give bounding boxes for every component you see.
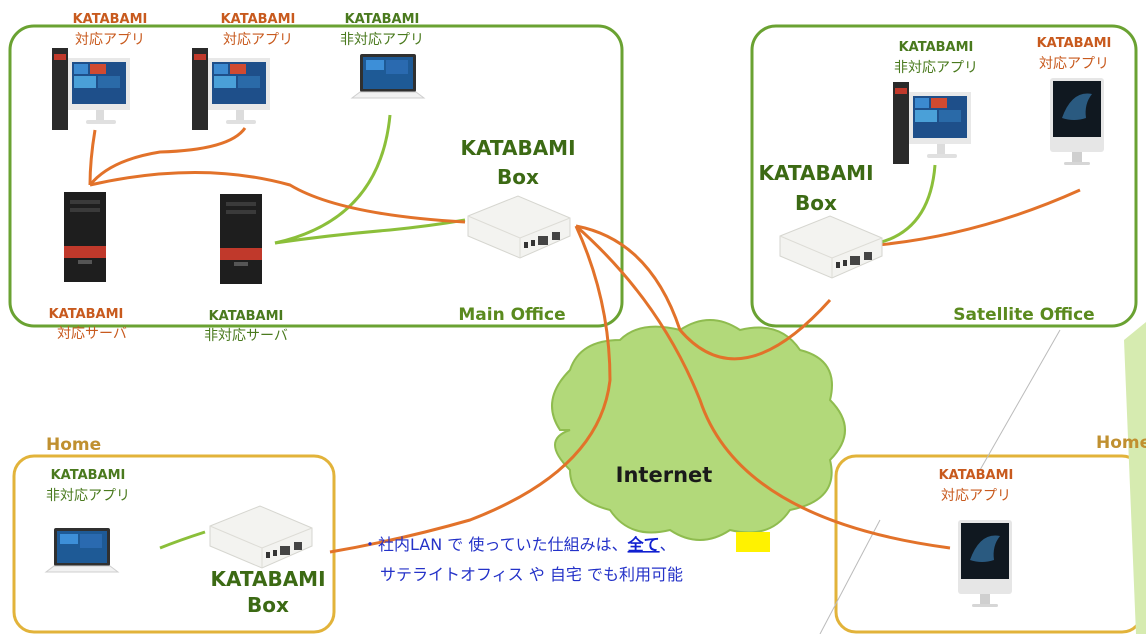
device-brand-label: KATABAMI — [209, 309, 284, 324]
internet-cloud — [551, 319, 846, 541]
link-box-to-satellite — [575, 224, 832, 361]
kbox-title-line2: Box — [497, 165, 539, 189]
deco-line — [819, 519, 881, 634]
device-brand-label: KATABAMI — [939, 468, 1014, 483]
device-desc-label: 非対応アプリ — [894, 60, 978, 76]
server-icon — [64, 192, 106, 282]
device-brand-label: KATABAMI — [221, 12, 296, 27]
device-desc-label: 非対応アプリ — [340, 32, 424, 48]
home-left-label: Home — [46, 435, 101, 455]
device-desc-label: 対応アプリ — [941, 488, 1011, 504]
device-brand-label: KATABAMI — [49, 307, 124, 322]
device-brand-label: KATABAMI — [51, 468, 126, 483]
desktop-icon — [893, 82, 971, 164]
device-desc-label: 対応アプリ — [75, 32, 145, 48]
internet-label: Internet — [616, 463, 713, 487]
device-brand-label: KATABAMI — [899, 40, 974, 55]
device-brand-label: KATABAMI — [73, 12, 148, 27]
link-server1-to-box — [89, 171, 466, 224]
home-right-label: Home — [1096, 433, 1146, 453]
link-home-laptop-to-box — [159, 530, 206, 550]
device-desc-label: 対応サーバ — [57, 326, 127, 342]
satellite-office-label: Satellite Office — [953, 305, 1094, 325]
kbox-title-line1: KATABAMI — [758, 161, 873, 185]
deco-line — [979, 329, 1061, 471]
device-desc-label: 対応アプリ — [223, 32, 293, 48]
note-line2: サテライトオフィス や 自宅 でも利用可能 — [380, 565, 683, 584]
note-line1-prefix: ・社内LAN で 使っていた仕組みは、 — [362, 535, 628, 554]
link-sat-desktop-to-box — [877, 164, 937, 245]
device-desc-label: 非対応アプリ — [46, 488, 130, 504]
kbox-title-line2: Box — [795, 191, 837, 215]
kbox-title-line1: KATABAMI — [460, 136, 575, 160]
link-laptop-to-server2 — [274, 114, 392, 245]
kbox-title-line2: Box — [247, 593, 289, 617]
satellite-office-frame — [750, 24, 1138, 328]
katabami-box-icon — [779, 215, 883, 279]
link-box-to-home-right — [575, 224, 951, 550]
note-line1: ・社内LAN で 使っていた仕組みは、全て、 — [362, 535, 676, 554]
link-server2-to-box — [274, 218, 466, 245]
device-brand-label: KATABAMI — [345, 12, 420, 27]
note-line1-suffix: 、 — [660, 535, 676, 554]
link-pc1-to-server1 — [88, 129, 97, 186]
main-office-label: Main Office — [458, 305, 565, 325]
laptop-icon — [45, 527, 119, 573]
note-highlight-text: 全て — [627, 535, 660, 554]
kbox-title-line1: KATABAMI — [210, 567, 325, 591]
katabami-box-icon — [467, 195, 571, 259]
desktop-icon — [192, 48, 270, 130]
deco-arrow-shape — [1124, 322, 1146, 634]
note-highlight-bg — [736, 532, 770, 552]
link-box-to-home-left — [329, 225, 612, 554]
main-office-frame — [8, 24, 624, 328]
home-left-frame — [12, 454, 336, 634]
device-desc-label: 対応アプリ — [1039, 56, 1109, 72]
link-pc2-to-server1 — [88, 127, 247, 186]
imac-icon — [958, 520, 1012, 607]
server-icon — [220, 194, 262, 284]
desktop-icon — [52, 48, 130, 130]
katabami-box-icon — [209, 505, 313, 569]
device-desc-label: 非対応サーバ — [204, 328, 288, 344]
link-sat-box-to-imac — [877, 188, 1081, 247]
laptop-icon — [351, 53, 425, 99]
imac-icon — [1050, 78, 1104, 165]
device-brand-label: KATABAMI — [1037, 36, 1112, 51]
